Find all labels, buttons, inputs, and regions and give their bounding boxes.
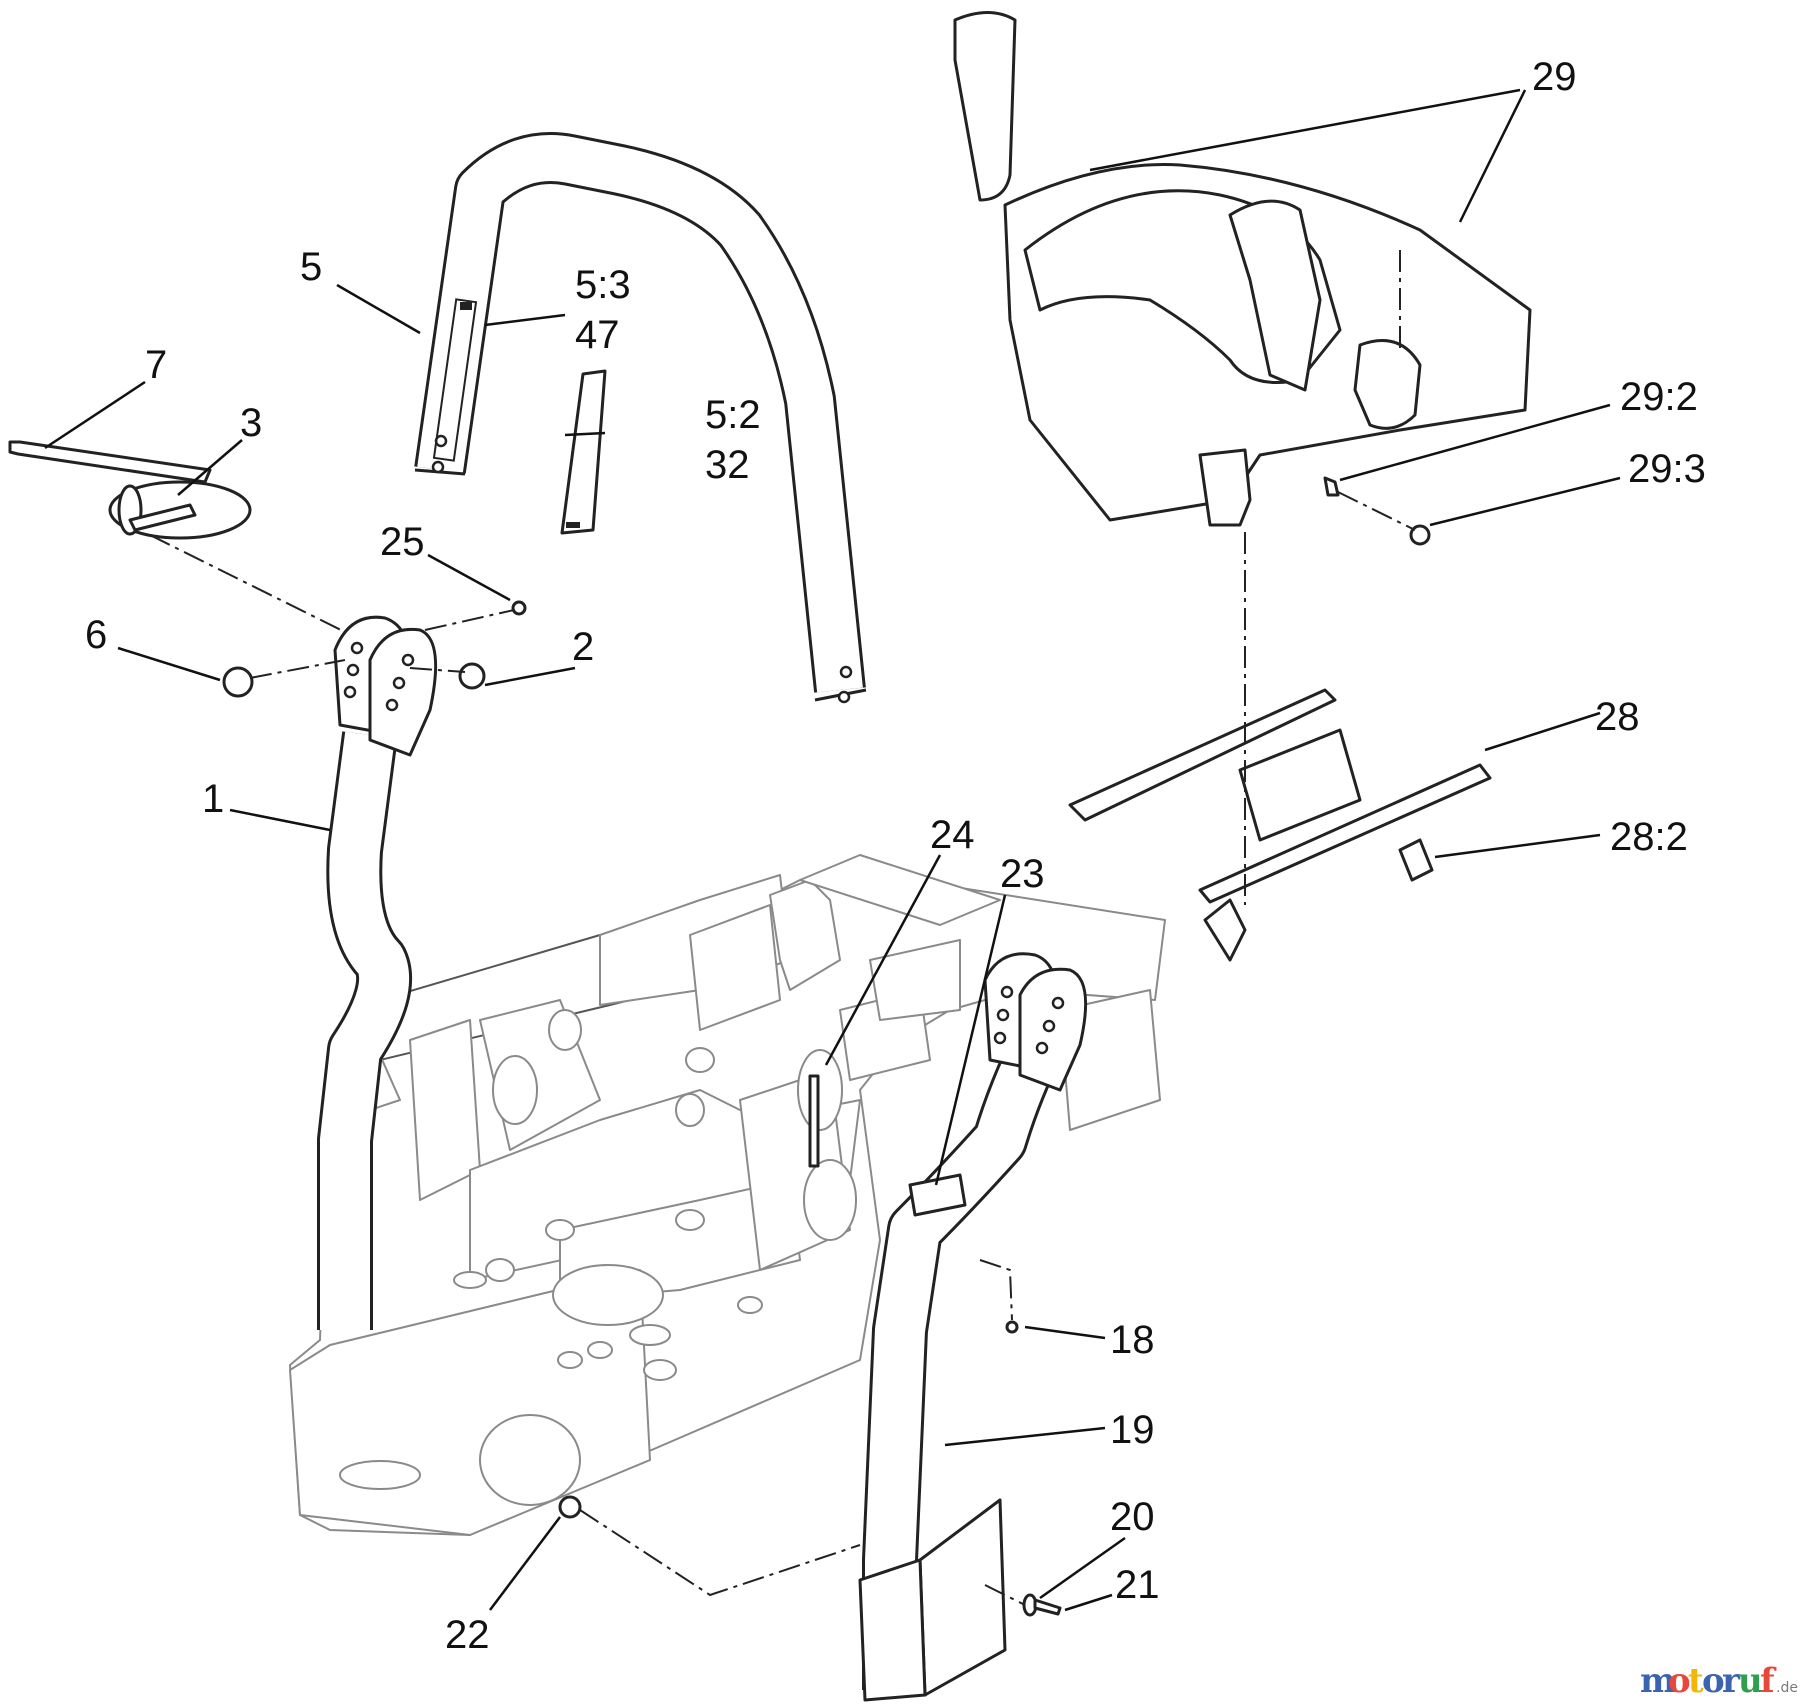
hardware (8, 440, 1431, 1617)
callout-29-3: 29:3 (1628, 447, 1706, 491)
svg-text:m: m (1640, 1661, 1676, 1701)
callout-25: 25 (380, 520, 425, 564)
callout-28-2: 28:2 (1610, 815, 1688, 859)
callout-22: 22 (445, 1613, 490, 1657)
callout-21: 21 (1115, 1563, 1160, 1607)
frame-assembly (289, 854, 1166, 1536)
svg-text:.de: .de (1776, 1680, 1798, 1696)
assembly-lines (149, 491, 1416, 1606)
callout-18: 18 (1110, 1318, 1155, 1362)
watermark-logo: m o t o r u f .de (1640, 1661, 1798, 1701)
callout-6: 6 (85, 613, 107, 657)
leader-lines (44, 88, 1621, 1612)
svg-text:o: o (1702, 1661, 1725, 1701)
svg-text:u: u (1738, 1661, 1763, 1701)
svg-text:r: r (1722, 1661, 1741, 1701)
callout-19: 19 (1110, 1408, 1155, 1452)
callout-2: 2 (572, 625, 594, 669)
callout-5: 5 (300, 245, 322, 289)
callout-23: 23 (1000, 852, 1045, 896)
callout-29-2: 29:2 (1620, 375, 1698, 419)
callout-1: 1 (202, 777, 224, 821)
callout-5-2: 5:2 (705, 393, 761, 437)
callout-32: 32 (705, 443, 750, 487)
callout-5-3: 5:3 (575, 263, 631, 307)
callout-28: 28 (1595, 695, 1640, 739)
seat-base (1068, 688, 1492, 962)
roll-bar-lower-left (317, 615, 438, 1330)
callout-20: 20 (1110, 1495, 1155, 1539)
callout-labels: 1 2 3 5 5:3 47 5:2 32 6 7 18 19 20 21 22… (85, 55, 1706, 1657)
callout-3: 3 (240, 401, 262, 445)
callout-24: 24 (930, 813, 975, 857)
decal-5-2 (560, 369, 607, 535)
svg-text:f: f (1760, 1661, 1777, 1701)
roll-bar-lower-right (858, 952, 1088, 1702)
callout-47: 47 (575, 313, 620, 357)
svg-text:o: o (1668, 1661, 1691, 1701)
roll-bar-upper (414, 132, 867, 704)
seat-assembly (953, 11, 1532, 527)
callout-29: 29 (1532, 55, 1577, 99)
callout-7: 7 (145, 343, 167, 387)
svg-text:t: t (1688, 1661, 1704, 1701)
